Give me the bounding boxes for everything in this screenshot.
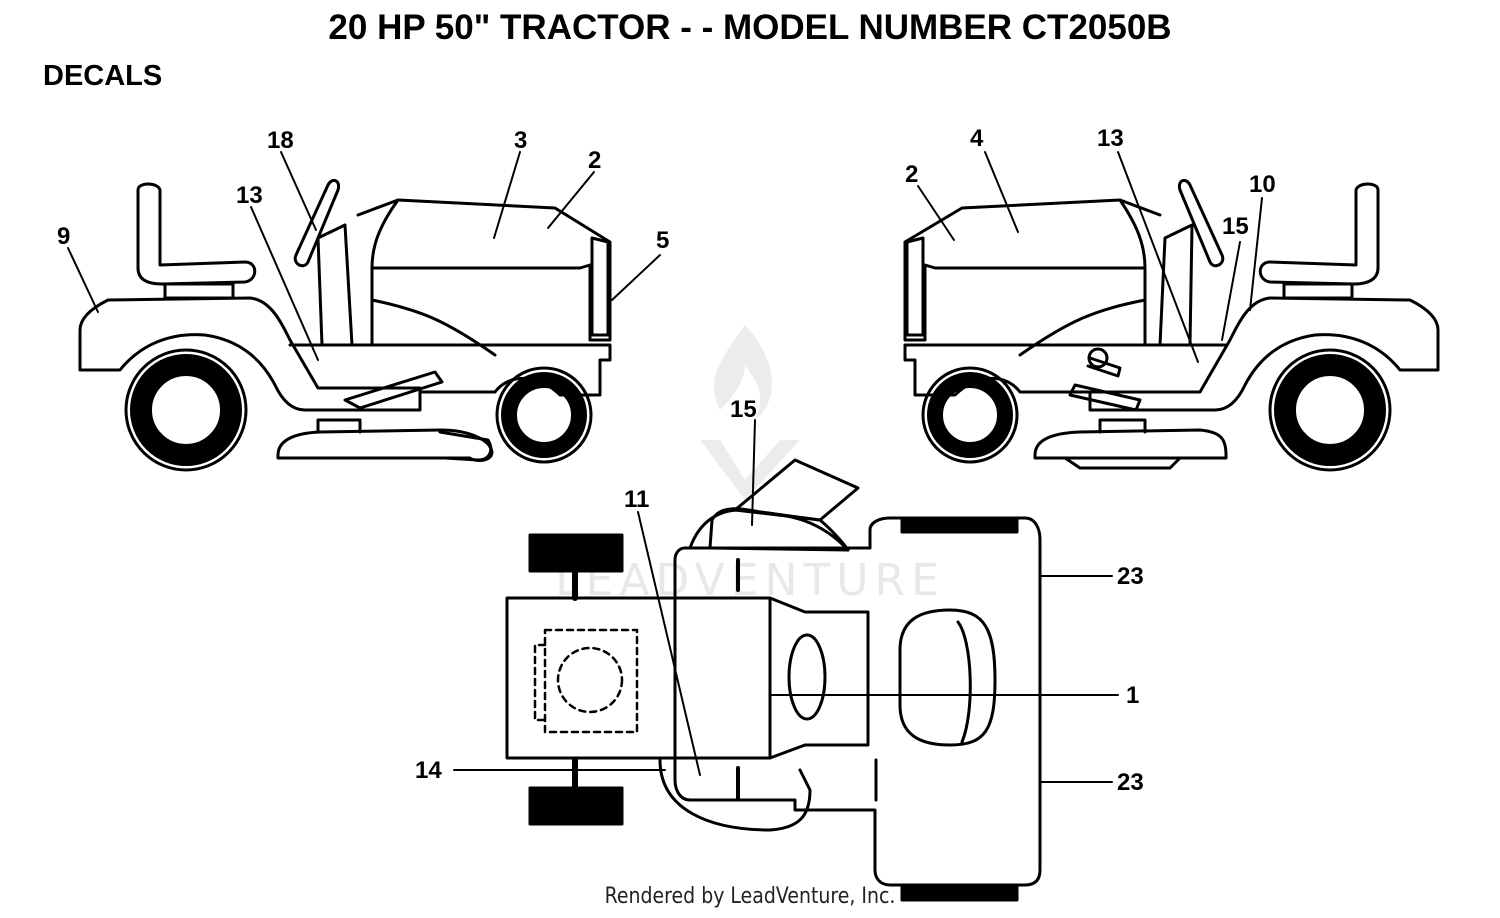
- rear-fender: [78, 296, 422, 412]
- watermark-mark-icon: [700, 440, 800, 500]
- leader-15: [1221, 241, 1241, 341]
- callout-label: 23: [1117, 563, 1144, 590]
- leader-13: [1117, 151, 1199, 363]
- rear-wheel-right: [1268, 348, 1392, 472]
- callout-label: 1: [1126, 682, 1139, 709]
- front-wheel-right-tire: [927, 372, 1013, 458]
- callout-label: 18: [267, 127, 294, 154]
- callout-label: 2: [588, 147, 601, 174]
- seat: [136, 182, 257, 286]
- steering-column: [316, 223, 354, 347]
- seat-base: [163, 282, 235, 300]
- hood-lower-panel: [1018, 298, 1147, 357]
- leader-3: [493, 151, 521, 239]
- gas-cap: [787, 633, 827, 721]
- leader-9: [67, 247, 99, 313]
- callout-label: 4: [970, 125, 984, 152]
- callout-label: 23: [1117, 769, 1144, 796]
- callout-label: 9: [57, 223, 70, 250]
- steering-wheel: [1177, 178, 1225, 268]
- rear-wheel-top: [900, 516, 1019, 534]
- seat-back-curve: [956, 620, 972, 744]
- foot-pedal: [343, 370, 444, 410]
- floor-pan: [658, 508, 850, 832]
- front-wheel-right: [921, 366, 1019, 464]
- tractor-top-view: 15 11 23 1 14 23: [415, 396, 1144, 902]
- lever-knob: [1087, 347, 1109, 369]
- leader-10: [1249, 197, 1263, 311]
- steering-wheel: [293, 178, 341, 268]
- foot-pedal: [1068, 383, 1142, 412]
- callout-label: 11: [624, 486, 649, 513]
- air-filter-outline: [556, 646, 624, 714]
- callout-label: 14: [415, 757, 442, 784]
- seat-base: [1282, 282, 1354, 300]
- steering-column: [1158, 223, 1194, 347]
- leader-2: [547, 171, 595, 229]
- callout-label: 2: [905, 161, 918, 188]
- front-wheel-left: [495, 366, 593, 464]
- rear-wheel-right-tire: [1274, 354, 1386, 466]
- callout-label: 15: [730, 396, 757, 423]
- seat: [1258, 182, 1380, 286]
- engine-outline: [543, 628, 639, 734]
- seat-top: [898, 608, 997, 747]
- callout-label: 5: [656, 227, 669, 254]
- leader-18: [280, 151, 317, 231]
- leader-4: [984, 151, 1019, 233]
- hood-lower-panel: [370, 298, 497, 357]
- leader-13: [250, 206, 319, 361]
- tractor-right-side-view: 4 13 2 10 15: [903, 125, 1440, 472]
- front-wheel-top: [528, 533, 624, 573]
- section-heading: DECALS: [43, 60, 163, 92]
- grille: [590, 236, 610, 337]
- hood-top: [505, 596, 772, 760]
- leader-5: [611, 254, 661, 301]
- front-wheel-bottom: [528, 786, 624, 826]
- deck-bracket: [316, 418, 362, 434]
- hood: [356, 198, 612, 347]
- rear-wheel-left: [124, 348, 248, 472]
- deck-discharge: [438, 430, 493, 462]
- rear-wheel-left-tire: [130, 354, 242, 466]
- hood-taper: [768, 596, 870, 760]
- grille: [905, 236, 925, 337]
- leader-15: [751, 419, 756, 526]
- callout-label: 3: [514, 127, 527, 154]
- rear-fender: [1088, 296, 1440, 412]
- mower-deck: [1033, 428, 1228, 460]
- leader-11: [637, 511, 701, 776]
- tractor-left-side-view: 18 3 2 13 9 5: [57, 127, 669, 472]
- callout-label: 15: [1222, 213, 1249, 240]
- page-title: 20 HP 50" TRACTOR - - MODEL NUMBER CT205…: [328, 8, 1172, 47]
- footer-credit: Rendered by LeadVenture, Inc.: [604, 884, 896, 909]
- hood: [903, 198, 1162, 347]
- deck-discharge: [1063, 456, 1182, 470]
- frame-body: [673, 516, 1042, 887]
- flame-icon: [714, 325, 772, 420]
- callout-label: 13: [1097, 125, 1124, 152]
- callout-label: 10: [1249, 171, 1276, 198]
- leader-2: [917, 185, 955, 241]
- deck-bracket: [1098, 418, 1147, 434]
- engine-side-outline: [533, 643, 547, 722]
- front-wheel-left-tire: [501, 372, 587, 458]
- callout-label: 13: [236, 182, 263, 209]
